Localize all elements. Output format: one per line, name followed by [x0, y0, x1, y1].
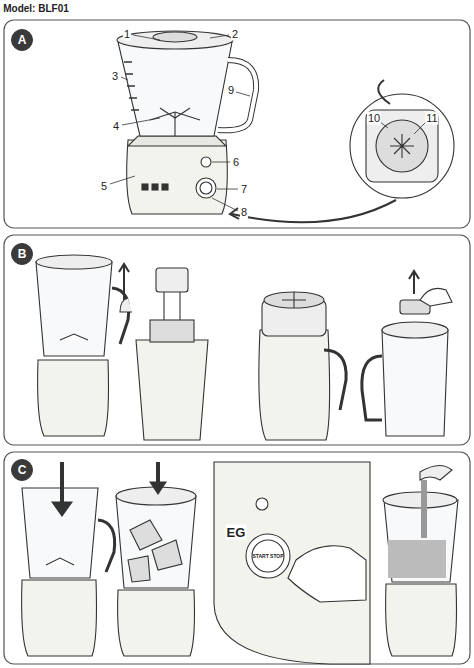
blender-figure [117, 31, 256, 214]
jar-base-inset [230, 80, 454, 222]
panel-letter: A [18, 34, 27, 46]
leader-line [110, 35, 426, 211]
callout-number: 4 [112, 120, 120, 133]
callout-number: 1 [123, 28, 131, 41]
callout-number: 7 [240, 183, 248, 196]
product-marking: START STOP [251, 553, 284, 560]
callout-number: 10 [367, 112, 381, 125]
usage-steps [22, 462, 458, 664]
panel-frame [4, 235, 470, 445]
panel-badge: B [11, 243, 33, 265]
assembly-steps [36, 255, 452, 440]
model-label: Model: BLF01 [2, 3, 70, 15]
product-marking: EG [226, 525, 247, 540]
panel-frame [4, 20, 470, 228]
panel-badge: A [11, 29, 33, 51]
panel-frame [4, 452, 470, 664]
panel-letter: B [18, 248, 27, 260]
callout-number: 9 [227, 84, 235, 97]
callout-number: 2 [231, 28, 239, 41]
callout-number: 8 [240, 206, 248, 219]
callout-number: 6 [232, 156, 240, 169]
callout-number: 5 [100, 180, 108, 193]
callout-number: 3 [111, 70, 119, 83]
panel-badge: C [11, 459, 33, 481]
panel-letter: C [18, 464, 27, 476]
callout-number: 11 [425, 112, 438, 125]
